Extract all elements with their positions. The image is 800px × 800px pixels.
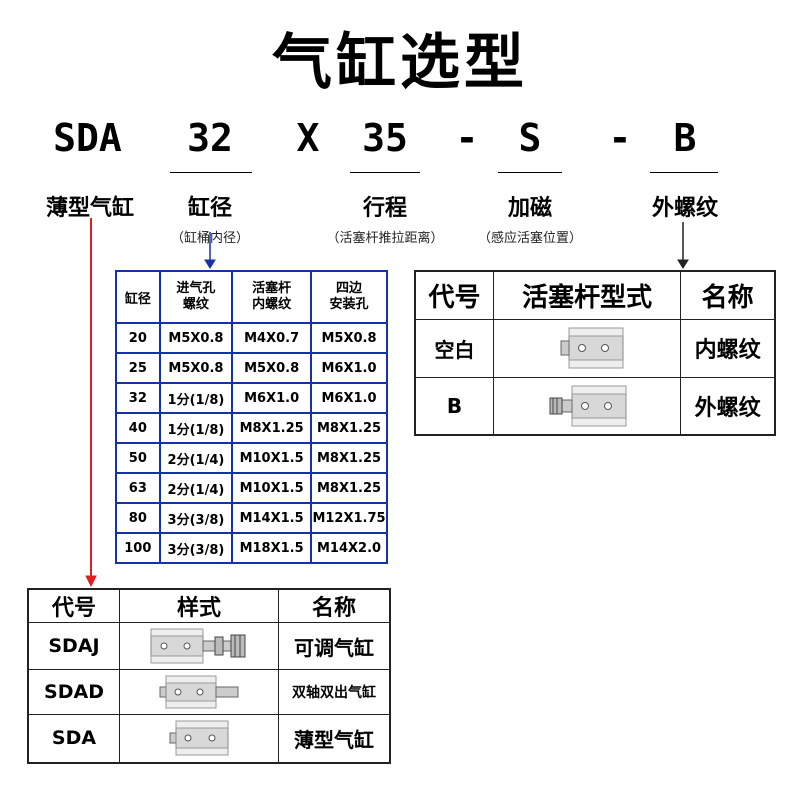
model-header-style: 样式 (119, 588, 279, 623)
cell: 2分(1/4) (158, 472, 234, 504)
cell: M8X1.25 (310, 472, 388, 504)
model-name: 可调气缸 (278, 622, 391, 670)
rod-code: B (414, 376, 495, 436)
cell: M5X0.8 (231, 352, 313, 384)
label-series: 薄型气缸 (45, 196, 134, 221)
underline-magnet (498, 172, 562, 173)
model-code: SDA (27, 714, 120, 763)
spec-header-rod: 活塞杆 内螺纹 (231, 270, 313, 324)
code-magnet: S (518, 116, 542, 160)
spec-header-port: 进气孔 螺纹 (158, 270, 234, 324)
cell: 63 (115, 472, 161, 504)
underline-stroke (350, 172, 420, 173)
label-magnet: 加磁 (507, 196, 552, 221)
cell: M5X0.8 (310, 322, 388, 354)
code-series: SDA (53, 116, 122, 160)
code-separator-x: X (296, 116, 320, 160)
cell: M6X1.0 (231, 382, 313, 414)
table-row: SDA 薄型气缸 (27, 714, 391, 763)
rod-name: 内螺纹 (680, 318, 776, 378)
rod-header-name: 名称 (680, 270, 776, 320)
cell: M12X1.75 (310, 502, 388, 534)
model-name: 双轴双出气缸 (278, 669, 391, 715)
cell: M8X1.25 (231, 412, 313, 444)
code-dash-1: - (455, 116, 479, 160)
cell: 80 (115, 502, 161, 534)
model-name: 薄型气缸 (278, 714, 391, 763)
spec-header-mount: 四边 安装孔 (310, 270, 388, 324)
cell: 1分(1/8) (158, 412, 234, 444)
cell: 50 (115, 442, 161, 474)
table-row: 空白 内螺纹 (414, 318, 776, 378)
cell: M10X1.5 (231, 442, 313, 474)
cell: 25 (115, 352, 161, 384)
table-row: SDAD 双轴双出气缸 (27, 669, 391, 715)
cell: M4X0.7 (231, 322, 313, 354)
cell: 1分(1/8) (158, 382, 234, 414)
cell: M5X0.8 (158, 322, 234, 354)
cell: 32 (115, 382, 161, 414)
model-header-code: 代号 (27, 588, 120, 623)
rod-name: 外螺纹 (680, 376, 776, 436)
model-header-name: 名称 (278, 588, 391, 623)
label-magnet-note: （感应活塞位置） (477, 231, 582, 246)
label-stroke-note: （活塞杆推拉距离） (326, 231, 444, 246)
internal-thread-cylinder-icon (493, 318, 682, 378)
cell: M8X1.25 (310, 442, 388, 474)
adjustable-cylinder-icon (119, 622, 279, 670)
cell: 100 (115, 532, 161, 564)
code-stroke: 35 (362, 116, 408, 160)
double-rod-cylinder-icon (119, 669, 279, 715)
code-bore: 32 (187, 116, 233, 160)
underline-thread (650, 172, 718, 173)
cell: 40 (115, 412, 161, 444)
spec-header-bore: 缸径 (115, 270, 161, 324)
code-dash-2: - (608, 116, 632, 160)
rod-header-style: 活塞杆型式 (493, 270, 682, 320)
cell: M8X1.25 (310, 412, 388, 444)
label-bore: 缸径 (187, 196, 232, 221)
cell: M6X1.0 (310, 382, 388, 414)
model-table: 代号 样式 名称 SDAJ 可调气缸 SDAD (27, 588, 391, 764)
page-title: 气缸选型 (272, 28, 528, 98)
model-code: SDAJ (27, 622, 120, 670)
label-stroke: 行程 (362, 196, 407, 221)
thin-cylinder-icon (119, 714, 279, 763)
cell: M5X0.8 (158, 352, 234, 384)
cell: M6X1.0 (310, 352, 388, 384)
cell: 20 (115, 322, 161, 354)
cell: M14X1.5 (231, 502, 313, 534)
code-thread: B (673, 116, 697, 160)
underline-bore (170, 172, 252, 173)
thread-arrow (677, 222, 689, 269)
rod-type-table: 代号 活塞杆型式 名称 空白 内螺纹 B (414, 270, 776, 436)
external-thread-cylinder-icon (493, 376, 682, 436)
model-code: SDAD (27, 669, 120, 715)
cell: M10X1.5 (231, 472, 313, 504)
rod-code: 空白 (414, 318, 495, 378)
cell: M14X2.0 (310, 532, 388, 564)
rod-header-code: 代号 (414, 270, 495, 320)
series-arrow (85, 218, 97, 588)
label-thread: 外螺纹 (651, 196, 718, 221)
cell: M18X1.5 (231, 532, 313, 564)
table-row: SDAJ 可调气缸 (27, 622, 391, 670)
cell: 3分(3/8) (158, 532, 234, 564)
cell: 3分(3/8) (158, 502, 234, 534)
table-row: B 外螺纹 (414, 376, 776, 436)
cell: 2分(1/4) (158, 442, 234, 474)
bore-arrow (204, 232, 216, 269)
